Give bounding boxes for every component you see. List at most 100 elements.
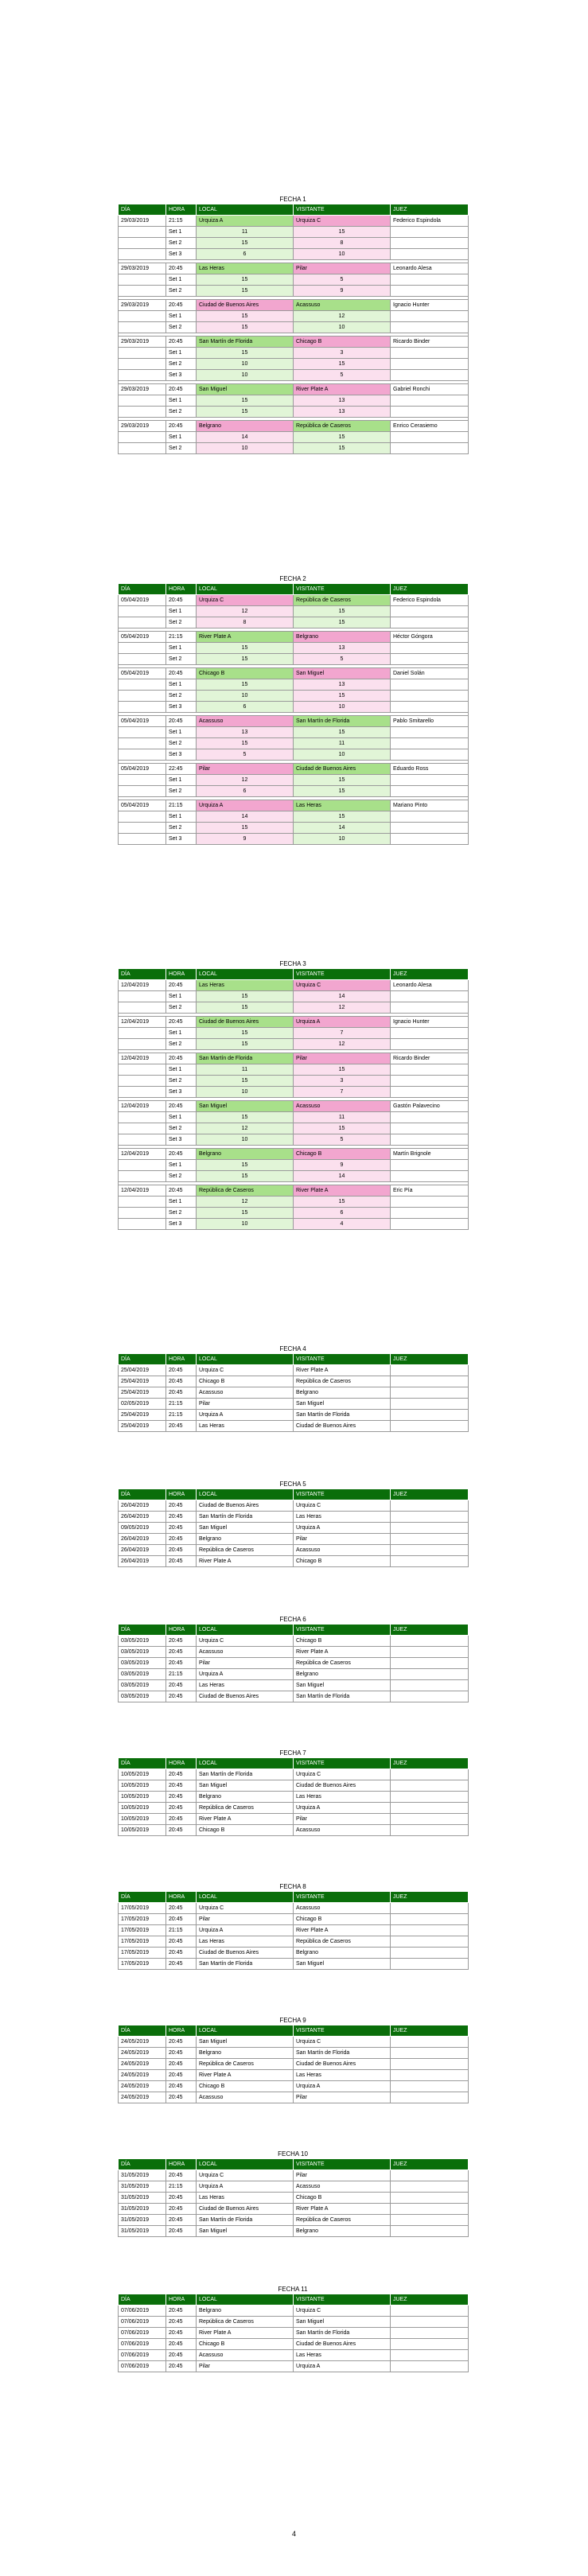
visitante-team: San Martín de Florida — [293, 1409, 391, 1421]
set-blank — [118, 701, 166, 713]
match-separator — [118, 1013, 469, 1017]
set-blank — [390, 347, 469, 359]
set-blank — [390, 1134, 469, 1146]
local-team: San Martín de Florida — [196, 1511, 294, 1523]
match-judge — [390, 1376, 469, 1387]
match-time: 20:45 — [165, 1522, 197, 1534]
header-dia: DÍA — [118, 1891, 166, 1903]
match-date: 25/04/2019 — [118, 1420, 166, 1432]
set-label: Set 2 — [165, 237, 197, 249]
set-score-visitante: 15 — [293, 226, 391, 238]
match-time: 20:45 — [165, 1185, 197, 1197]
set-label: Set 3 — [165, 369, 197, 381]
fecha-title: FECHA 9 — [279, 2017, 306, 2024]
set-blank — [390, 248, 469, 260]
set-score-visitante: 13 — [293, 406, 391, 418]
match-time: 20:45 — [165, 2080, 197, 2092]
header-visitante: VISITANTE — [293, 1891, 391, 1903]
fecha-title: FECHA 2 — [279, 575, 306, 582]
match-date: 07/06/2019 — [118, 2338, 166, 2350]
header-visitante: VISITANTE — [293, 2158, 391, 2170]
visitante-team: Urquiza C — [293, 2036, 391, 2048]
set-blank — [118, 406, 166, 418]
fecha-title: FECHA 10 — [278, 2150, 308, 2158]
match-separator — [118, 417, 469, 421]
set-score-visitante: 15 — [293, 1196, 391, 1208]
set-blank — [390, 701, 469, 713]
set-score-visitante: 10 — [293, 833, 391, 845]
match-time: 20:45 — [165, 2305, 197, 2317]
header-dia: DÍA — [118, 2025, 166, 2037]
match-judge — [390, 1500, 469, 1512]
set-score-local: 12 — [196, 774, 294, 786]
header-hora: HORA — [165, 1891, 197, 1903]
match-judge — [390, 1635, 469, 1647]
header-local: LOCAL — [196, 2294, 294, 2306]
header-juez: JUEZ — [390, 1488, 469, 1500]
local-team: Las Heras — [196, 1679, 294, 1691]
match-date: 17/05/2019 — [118, 1913, 166, 1925]
header-dia: DÍA — [118, 1757, 166, 1769]
match-time: 20:45 — [165, 1646, 197, 1658]
header-visitante: VISITANTE — [293, 2025, 391, 2037]
set-blank — [390, 1196, 469, 1208]
match-time: 20:45 — [165, 2214, 197, 2226]
header-dia: DÍA — [118, 2294, 166, 2306]
match-separator — [118, 259, 469, 263]
local-team: Urquiza C — [196, 1635, 294, 1647]
match-judge — [390, 1409, 469, 1421]
set-blank — [118, 749, 166, 761]
set-score-local: 15 — [196, 1159, 294, 1171]
set-label: Set 3 — [165, 1134, 197, 1146]
set-score-visitante: 14 — [293, 990, 391, 1002]
visitante-team: Chicago B — [293, 1148, 391, 1160]
visitante-team: Urquiza C — [293, 215, 391, 227]
visitante-team: San Martín de Florida — [293, 2047, 391, 2059]
match-date: 10/05/2019 — [118, 1791, 166, 1803]
set-blank — [118, 605, 166, 617]
match-time: 21:15 — [165, 215, 197, 227]
visitante-team: Ciudad de Buenos Aires — [293, 1780, 391, 1792]
header-local: LOCAL — [196, 2025, 294, 2037]
match-date: 03/05/2019 — [118, 1679, 166, 1691]
local-team: River Plate A — [196, 1555, 294, 1567]
match-judge — [390, 2036, 469, 2048]
set-blank — [390, 690, 469, 702]
match-judge — [390, 2181, 469, 2193]
visitante-team: Urquiza A — [293, 1522, 391, 1534]
set-label: Set 1 — [165, 1027, 197, 1039]
local-team: República de Caseros — [196, 2058, 294, 2070]
match-separator — [118, 712, 469, 716]
match-time: 20:45 — [165, 1679, 197, 1691]
match-judge — [390, 2047, 469, 2059]
match-judge — [390, 1668, 469, 1680]
match-separator — [118, 1145, 469, 1149]
match-date: 26/04/2019 — [118, 1544, 166, 1556]
match-date: 07/06/2019 — [118, 2349, 166, 2361]
set-score-visitante: 5 — [293, 274, 391, 286]
local-team: San Martín de Florida — [196, 1958, 294, 1970]
fecha-title: FECHA 1 — [279, 196, 306, 203]
